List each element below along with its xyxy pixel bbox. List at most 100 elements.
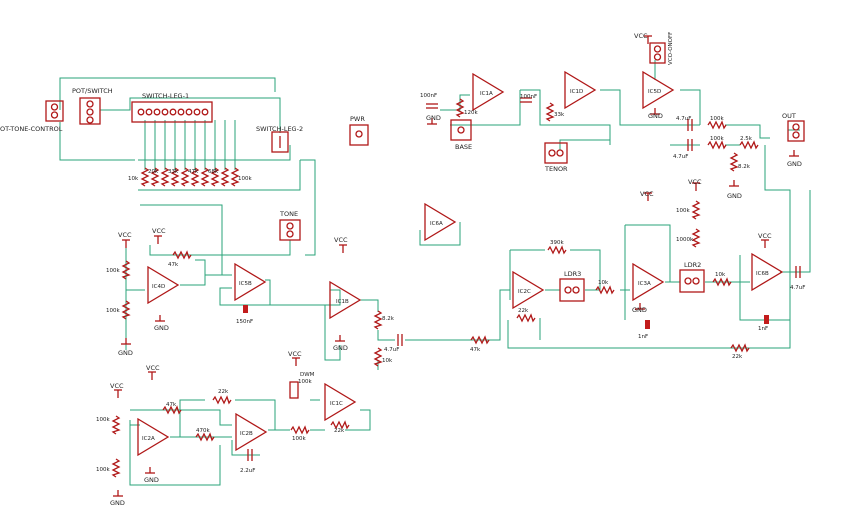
pot-switch-connector: POT/SWITCH	[72, 87, 113, 125]
dwm-label: DWM	[300, 372, 315, 378]
cap-2u2-label: 2.2uF	[240, 468, 255, 474]
r-10k-a: 10k	[595, 280, 615, 294]
pot-switch-label: POT/SWITCH	[72, 87, 113, 95]
r-bl-470k: 470k	[196, 428, 210, 434]
op-amp-ic2a: IC2A	[137, 418, 169, 456]
vcc-ic6b-label: VCC	[758, 232, 772, 240]
vcc-left-mid: VCC VCC	[118, 227, 166, 249]
switch-leg-1-connector: SWITCH-LEG-1	[131, 92, 213, 123]
r-33k: 33k	[546, 102, 565, 122]
ldr3-connector: LDR3	[559, 270, 585, 302]
r-bl-22k-b: 22k	[334, 428, 345, 434]
op-amp-ic1a: IC1A	[472, 73, 504, 111]
gnd-tr-a-label: GND	[426, 114, 441, 122]
op-amp-ic6b: VCC IC6B 4.7uF 1nF	[751, 232, 805, 332]
pot-tone-connector: OT-TONE-CONTROL	[0, 100, 64, 133]
vcc-left-mid2-label: VCC	[152, 227, 166, 235]
ic2c-label: IC2C	[518, 289, 531, 295]
vcc-vco-label: VCC	[634, 32, 648, 40]
r-left-100k-a: 100k	[106, 268, 120, 274]
cap-ic6b-label: 4.7uF	[790, 285, 805, 291]
r-bl-47k: 47k	[166, 402, 177, 408]
ic5d-label: IC5D	[648, 89, 661, 95]
ic2a-label: IC2A	[142, 436, 155, 442]
gnd-bl-label: GND	[110, 499, 125, 507]
vcc-center-label: VCC	[334, 236, 348, 244]
out-label: OUT	[782, 112, 796, 120]
out-connector: OUT GND	[782, 112, 805, 168]
tenor-connector: TENOR	[544, 142, 568, 173]
r-center-82k: 8.2k	[382, 316, 395, 322]
vcc-ic3a-label: VCC	[640, 190, 654, 198]
r-bl-100k-b: 100k	[96, 467, 110, 473]
ic1a-label: IC1A	[480, 91, 493, 97]
r-center-47k: 47k	[470, 347, 481, 353]
r-mix-b-label: 100k	[710, 136, 724, 142]
gnd-left-mid-label: GND	[118, 349, 133, 357]
gnd-center-label: GND	[333, 344, 348, 352]
ldr2-label: LDR2	[684, 261, 701, 269]
gnd-left-mid2-label: GND	[154, 324, 169, 332]
op-amp-ic5b: IC5B	[234, 263, 266, 301]
vco-onoff-label: VCO-ONOFF	[668, 32, 674, 65]
r-10k-a-label: 10k	[598, 280, 609, 286]
r-22k-feedback: 22k	[730, 344, 750, 360]
cap-100nf-b-label: 100nF	[520, 94, 537, 100]
switch-res-3: 47k	[188, 169, 199, 175]
base-connector: BASE	[450, 119, 472, 151]
op-amp-ic2c: IC2C 22k	[512, 271, 544, 322]
op-amp-ic4d: IC4D	[147, 266, 179, 304]
cap-150nf: 150nF	[236, 305, 253, 325]
ic1b-label: IC1B	[336, 299, 349, 305]
r-ic2c-22k: 22k	[518, 308, 529, 314]
switch-res-5: 100k	[238, 176, 252, 182]
dwm-pot: VCC DWM 100k 100k	[288, 350, 315, 442]
ic1d-label: IC1D	[570, 89, 583, 95]
r-10k-b: 10k	[712, 272, 732, 286]
r-center-10k: 10k	[382, 358, 393, 364]
gnd-center: GND	[333, 334, 348, 352]
switch-res-4: 68k	[208, 169, 219, 175]
cap-mix-b-label: 4.7uF	[673, 154, 688, 160]
vco-onoff-connector: VCC VCO-ONOFF	[634, 32, 674, 65]
base-label: BASE	[455, 143, 472, 151]
vcc-dwm-label: VCC	[288, 350, 302, 358]
ic6b-label: IC6B	[756, 271, 769, 277]
switch-leg-2-label: SWITCH-LEG-2	[256, 125, 303, 133]
cap-100nf-a-label: 100nF	[420, 93, 437, 99]
r-left-47k: 47k	[168, 262, 179, 268]
r-bl-22k: 22k	[218, 389, 229, 395]
ic6a-label: IC6A	[430, 221, 443, 227]
r-120k-label: 120k	[464, 110, 478, 116]
switch-res-0: 10k	[128, 176, 139, 182]
r-22k-feedback-label: 22k	[732, 354, 743, 360]
r-ldr2-100k: 100k	[676, 208, 690, 214]
tenor-label: TENOR	[544, 165, 568, 173]
ldr3-label: LDR3	[564, 270, 581, 278]
switch-resistor-bank: 10k 20k 33k 47k 68k 100k	[128, 167, 252, 187]
op-amp-ic1c: IC1C	[324, 383, 356, 421]
ic5b-label: IC5B	[239, 281, 252, 287]
op-amp-ic5d: IC5D GND	[642, 71, 674, 120]
resistors-bottom-left: 100k 100k 47k 22k 470k	[96, 389, 232, 478]
vcc-center: VCC	[334, 236, 348, 254]
r-33k-label: 33k	[554, 112, 565, 118]
cap-mix-a-label: 4.7uF	[676, 116, 691, 122]
op-amp-ic1d: IC1D	[564, 71, 596, 109]
tone-connector: TONE	[279, 210, 301, 241]
r-bl-100k-c: 100k	[292, 436, 306, 442]
vcc-bl2-label: VCC	[146, 364, 160, 372]
switch-res-2: 33k	[168, 169, 179, 175]
gnd-mix-label: GND	[727, 192, 742, 200]
r-mix-c-label: 2.5k	[740, 136, 753, 142]
resistors-center: 8.2k 10k 4.7uF 47k	[374, 310, 490, 367]
pot-tone-label: OT-TONE-CONTROL	[0, 125, 63, 133]
switch-res-1: 20k	[148, 169, 159, 175]
vcc-left-mid-label: VCC	[118, 231, 132, 239]
cap-100nf-b: 100nF	[519, 94, 537, 103]
ldr2-connector: LDR2	[679, 261, 705, 293]
cap-1nf-b-label: 1nF	[758, 326, 768, 332]
gnd-out-label: GND	[787, 160, 802, 168]
r-390k: 390k	[547, 240, 567, 254]
gnd-ic5d-label: GND	[648, 112, 663, 120]
